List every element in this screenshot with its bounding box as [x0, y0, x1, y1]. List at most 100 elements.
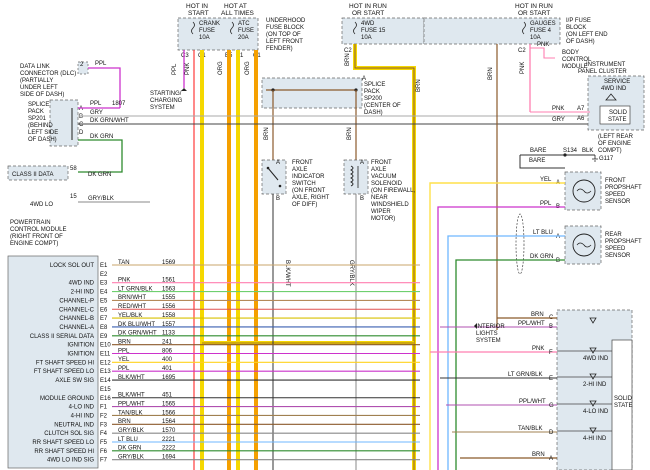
service-indicator-icon: [605, 93, 617, 101]
lt-grn-blk-label: LT GRN/BLK: [508, 372, 542, 378]
pcm-row-pin: E5: [100, 298, 108, 304]
pcm-row-circuit: 1133: [162, 331, 176, 337]
pcm-row-wire-color: LT BLU: [118, 437, 138, 443]
ind-pin-a: A: [549, 456, 553, 462]
svg-text:(ON LEFT END: (ON LEFT END: [566, 32, 608, 38]
switch-pin-b: B: [276, 196, 280, 202]
pcm-row-label: FT SHAFT SPEED HI: [36, 360, 94, 366]
ind-pin-d: D: [549, 430, 554, 436]
pcm-row-label: 4-LO IND: [69, 405, 95, 411]
pin-c2-gauges: C2: [518, 48, 526, 54]
svg-text:SIDE OF DASH): SIDE OF DASH): [20, 92, 64, 98]
org-label-2: ORG: [245, 61, 251, 75]
ppl-front-sensor-wire: [437, 206, 565, 470]
svg-text:(ON TOP OF: (ON TOP OF: [266, 32, 301, 38]
ind-pin-f: F: [549, 350, 553, 356]
svg-text:BODY: BODY: [562, 50, 579, 56]
pcm-row-pin: F3: [100, 422, 108, 428]
pnk-bcm-wire: [530, 47, 555, 59]
switch-pin-a: A: [276, 160, 280, 166]
ppl-dlc-label: PPL: [95, 61, 107, 67]
pcm-row-pin: E10: [100, 343, 111, 349]
svg-text:SENSOR: SENSOR: [605, 253, 631, 259]
gry-ipc-label: GRY: [552, 117, 565, 123]
front-axle-solenoid-label: FRONT AXLE VACUUM SOLENOID (ON FIREWALL,…: [371, 160, 415, 222]
pcm-row-circuit: 451: [162, 393, 173, 399]
pcm-row-wire-color: PPL: [118, 366, 130, 372]
pcm-row-label: IGNITION: [67, 352, 94, 358]
svg-text:BLOCK: BLOCK: [566, 25, 586, 31]
pcm-row-label: CLUTCH SOL SIG: [44, 431, 94, 437]
front-prop-label: FRONT PROPSHAFT SPEED SENSOR: [605, 178, 642, 205]
brn-label-switch: BRN: [264, 127, 270, 140]
svg-text:INDICATOR: INDICATOR: [292, 174, 325, 180]
sp201-pins: A B C D: [79, 106, 84, 136]
dlc-label: DATA LINK CONNECTOR (DLC) (PARTIALLY UND…: [20, 64, 76, 98]
svg-text:PROPSHAFT: PROPSHAFT: [605, 239, 642, 245]
yel-front-sensor-wire: [429, 182, 565, 470]
svg-text:STATE: STATE: [614, 403, 632, 409]
svg-text:FRONT: FRONT: [292, 160, 313, 166]
switch-contact-icon: [266, 166, 270, 170]
ipc-solid-state-box: [599, 105, 631, 125]
svg-text:NEAR: NEAR: [371, 195, 388, 201]
svg-text:OF ENGINE: OF ENGINE: [598, 141, 631, 147]
pcm-row-label: 2-HI IND: [71, 290, 95, 296]
svg-text:FUSE BLOCK: FUSE BLOCK: [266, 25, 304, 31]
gry-blk-label: GRY/BLK: [88, 196, 114, 202]
svg-text:LEFT SIDE: LEFT SIDE: [28, 130, 58, 136]
gry-label: GRY: [90, 110, 103, 116]
rear-sensor-pin-a: A: [556, 234, 560, 240]
pcm-row-circuit: 1564: [162, 419, 176, 425]
pcm-row-circuit: 1555: [162, 295, 176, 301]
led-indicator-icon: [589, 317, 597, 324]
pcm-row-circuit: 1570: [162, 428, 176, 434]
svg-text:SOLID: SOLID: [609, 110, 628, 116]
underhood-block-label: UNDERHOOD FUSE BLOCK (ON TOP OF LEFT FRO…: [266, 18, 306, 52]
pin-15: 15: [70, 194, 77, 200]
svg-text:WIPER: WIPER: [371, 209, 391, 215]
pcm-row-pin: F5: [100, 440, 108, 446]
pcm-row-circuit: 400: [162, 357, 173, 363]
svg-text:FENDER): FENDER): [266, 46, 293, 52]
bare-label-2: BARE: [529, 158, 545, 164]
pcm-row-label: RR SHAFT SPEED HI: [34, 449, 94, 455]
pcm-row-pin: F4: [100, 431, 108, 437]
dlc-pin-2: 2: [80, 62, 84, 68]
ppl-front-label: PPL: [540, 201, 552, 207]
ip-fuse-block: [423, 17, 561, 45]
pcm-row-pin: E7: [100, 316, 108, 322]
svg-text:(LEFT REAR: (LEFT REAR: [598, 134, 634, 140]
hot-feed-wires: [183, 50, 258, 470]
pcm-row-label: FT SHAFT SPEED LO: [34, 369, 94, 375]
svg-text:START: START: [188, 10, 209, 17]
svg-text:FUSE: FUSE: [199, 28, 215, 34]
ppl-sp201-label: PPL: [90, 101, 102, 107]
svg-text:HOT IN RUN: HOT IN RUN: [515, 3, 553, 10]
s134-node: [563, 153, 567, 157]
pcm-row-wire-color: BRN/WHT: [118, 295, 146, 301]
svg-text:VACUUM: VACUUM: [371, 174, 397, 180]
pcm-row-label: 4WD IND: [69, 281, 95, 287]
svg-text:B: B: [79, 114, 83, 120]
yel-label: YEL: [540, 177, 552, 183]
svg-text:UNDER LEFT: UNDER LEFT: [20, 85, 58, 91]
ind-pin-e: E: [549, 376, 553, 382]
svg-text:GAUGES: GAUGES: [530, 21, 556, 27]
svg-text:CHARGING: CHARGING: [150, 98, 183, 104]
svg-text:SP201: SP201: [28, 116, 47, 122]
ind-pin-g: G: [549, 403, 554, 409]
svg-text:10A: 10A: [530, 35, 541, 41]
ppl-wht-ind-label: PPL/WHT: [518, 321, 545, 327]
ppl-label-crank: PPL: [172, 63, 178, 75]
brn-right-long-label: BRN: [488, 67, 494, 80]
sp201-label: SPLICE PACK SP201 (BEHIND LEFT SIDE OF D…: [28, 102, 58, 143]
blk-wht-label: BLK/WHT: [284, 260, 290, 287]
fourwd-fuse-icon: [353, 21, 357, 35]
pcm-row-label: RR SHAFT SPEED LO: [32, 440, 94, 446]
pin-c3: C3: [181, 53, 189, 59]
switch-icon: [267, 167, 279, 181]
splice-pack-sp200: [261, 77, 363, 109]
svg-text:LIGHTS: LIGHTS: [476, 331, 498, 337]
